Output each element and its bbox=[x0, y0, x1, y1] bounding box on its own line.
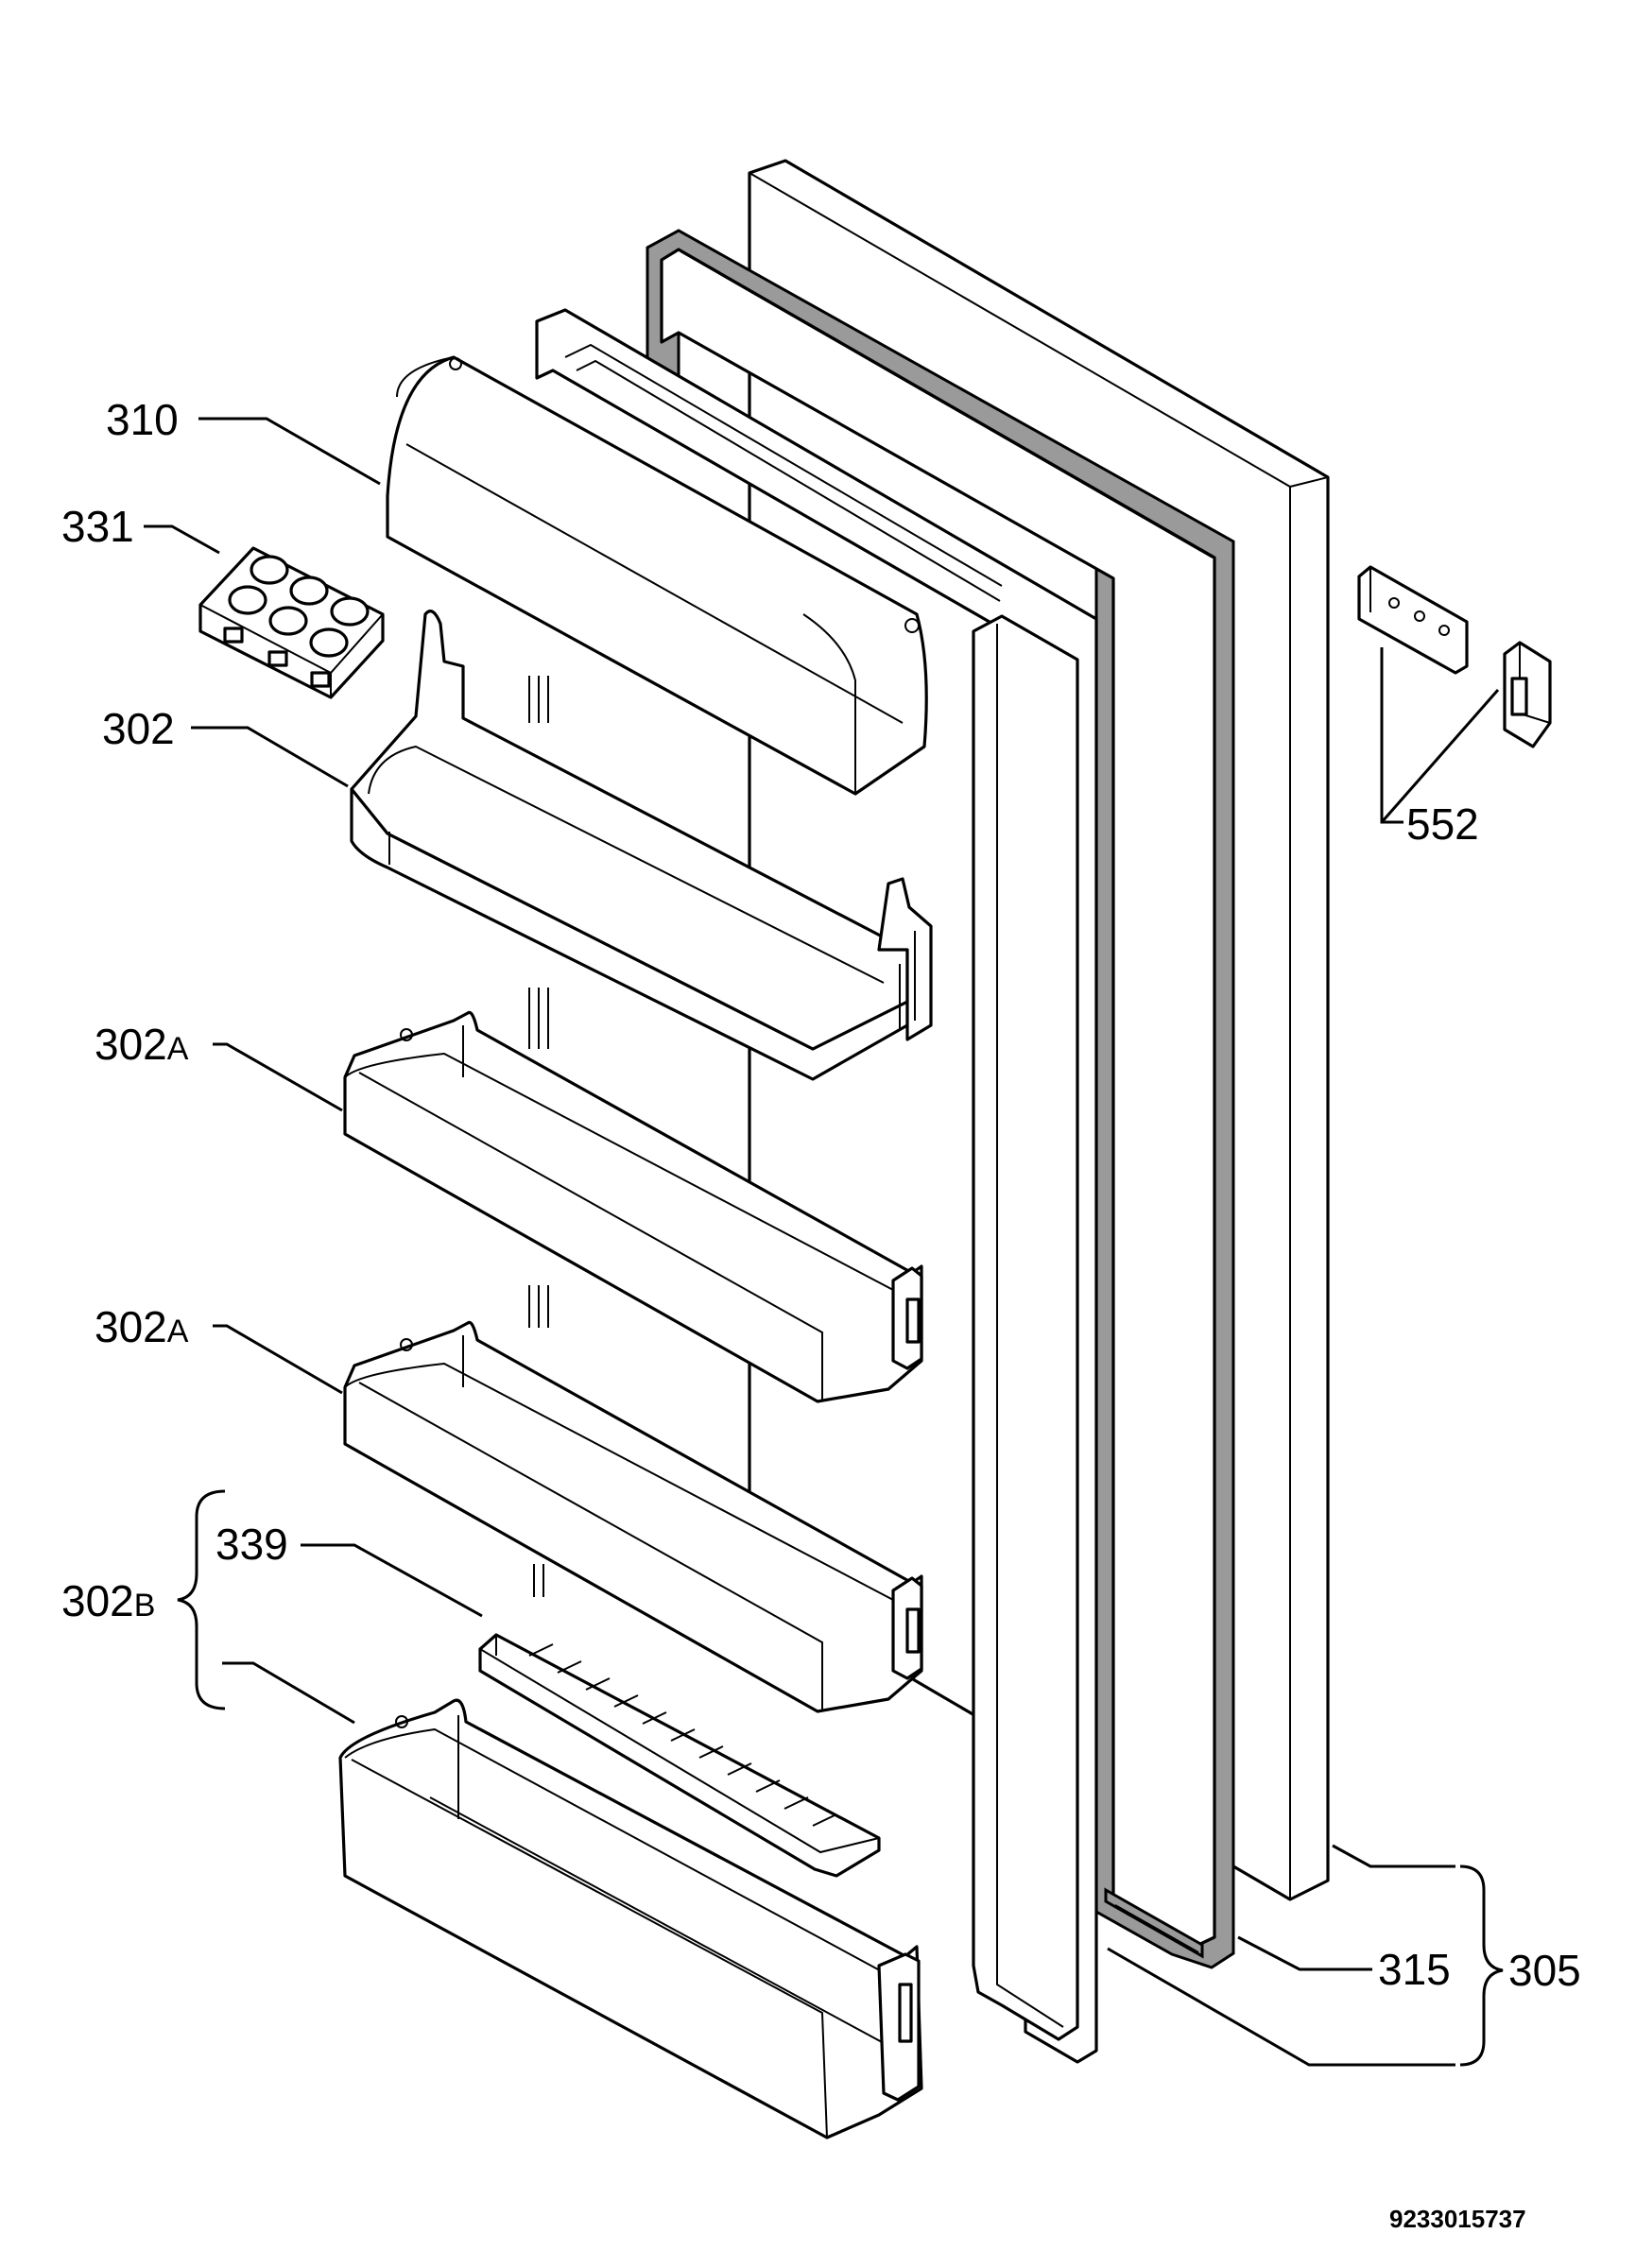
part-339-bottle-rack bbox=[478, 1633, 881, 1878]
leader-302 bbox=[191, 726, 349, 788]
liner-slot-marks bbox=[528, 676, 549, 1597]
leader-315 bbox=[1237, 1935, 1372, 1971]
leader-302a-1 bbox=[213, 1042, 343, 1112]
part-331-egg-tray bbox=[198, 546, 385, 699]
brace-302b bbox=[177, 1489, 226, 1710]
label-302a-1-number: 302 bbox=[95, 1020, 167, 1069]
label-315: 315 bbox=[1378, 1945, 1451, 1994]
leader-lines bbox=[144, 417, 1504, 2067]
label-302b-number: 302 bbox=[61, 1576, 134, 1625]
label-310: 310 bbox=[106, 395, 179, 444]
leader-302b-lower bbox=[222, 1661, 355, 1725]
part-310-dairy-lid bbox=[386, 355, 928, 796]
brace-305 bbox=[1459, 1864, 1504, 2067]
label-302a-1: 302A bbox=[95, 1020, 189, 1069]
document-number: 9233015737 bbox=[1389, 2205, 1526, 2233]
label-305: 305 bbox=[1508, 1946, 1581, 1995]
leader-305-top bbox=[1332, 1844, 1455, 1868]
leader-331 bbox=[144, 524, 220, 555]
part-302-door-bin bbox=[350, 610, 933, 1081]
rack-teeth bbox=[528, 1643, 837, 1827]
leader-310 bbox=[198, 417, 381, 486]
part-302a-door-bin-2 bbox=[343, 1320, 923, 1713]
label-302a-1-suffix: A bbox=[167, 1031, 189, 1067]
label-552: 552 bbox=[1406, 799, 1479, 849]
label-339: 339 bbox=[215, 1520, 288, 1569]
leader-305-bottom bbox=[1107, 1947, 1455, 2067]
label-302a-2: 302A bbox=[95, 1302, 189, 1351]
part-302a-door-bin-1 bbox=[343, 1010, 923, 1403]
label-302: 302 bbox=[102, 704, 175, 753]
label-302a-2-suffix: A bbox=[167, 1314, 189, 1349]
part-302b-bottle-bin bbox=[338, 1698, 923, 2139]
label-331: 331 bbox=[61, 502, 134, 551]
label-302b-suffix: B bbox=[134, 1588, 156, 1624]
label-302b: 302B bbox=[61, 1576, 155, 1625]
part-552-hinge-brackets bbox=[1357, 565, 1552, 748]
leader-552-b bbox=[1380, 689, 1500, 823]
leader-302a-2 bbox=[213, 1324, 343, 1395]
leader-552 bbox=[1380, 647, 1404, 824]
label-302a-2-number: 302 bbox=[95, 1302, 167, 1351]
door-inner-liner bbox=[528, 308, 1098, 2064]
leader-339 bbox=[301, 1543, 483, 1618]
